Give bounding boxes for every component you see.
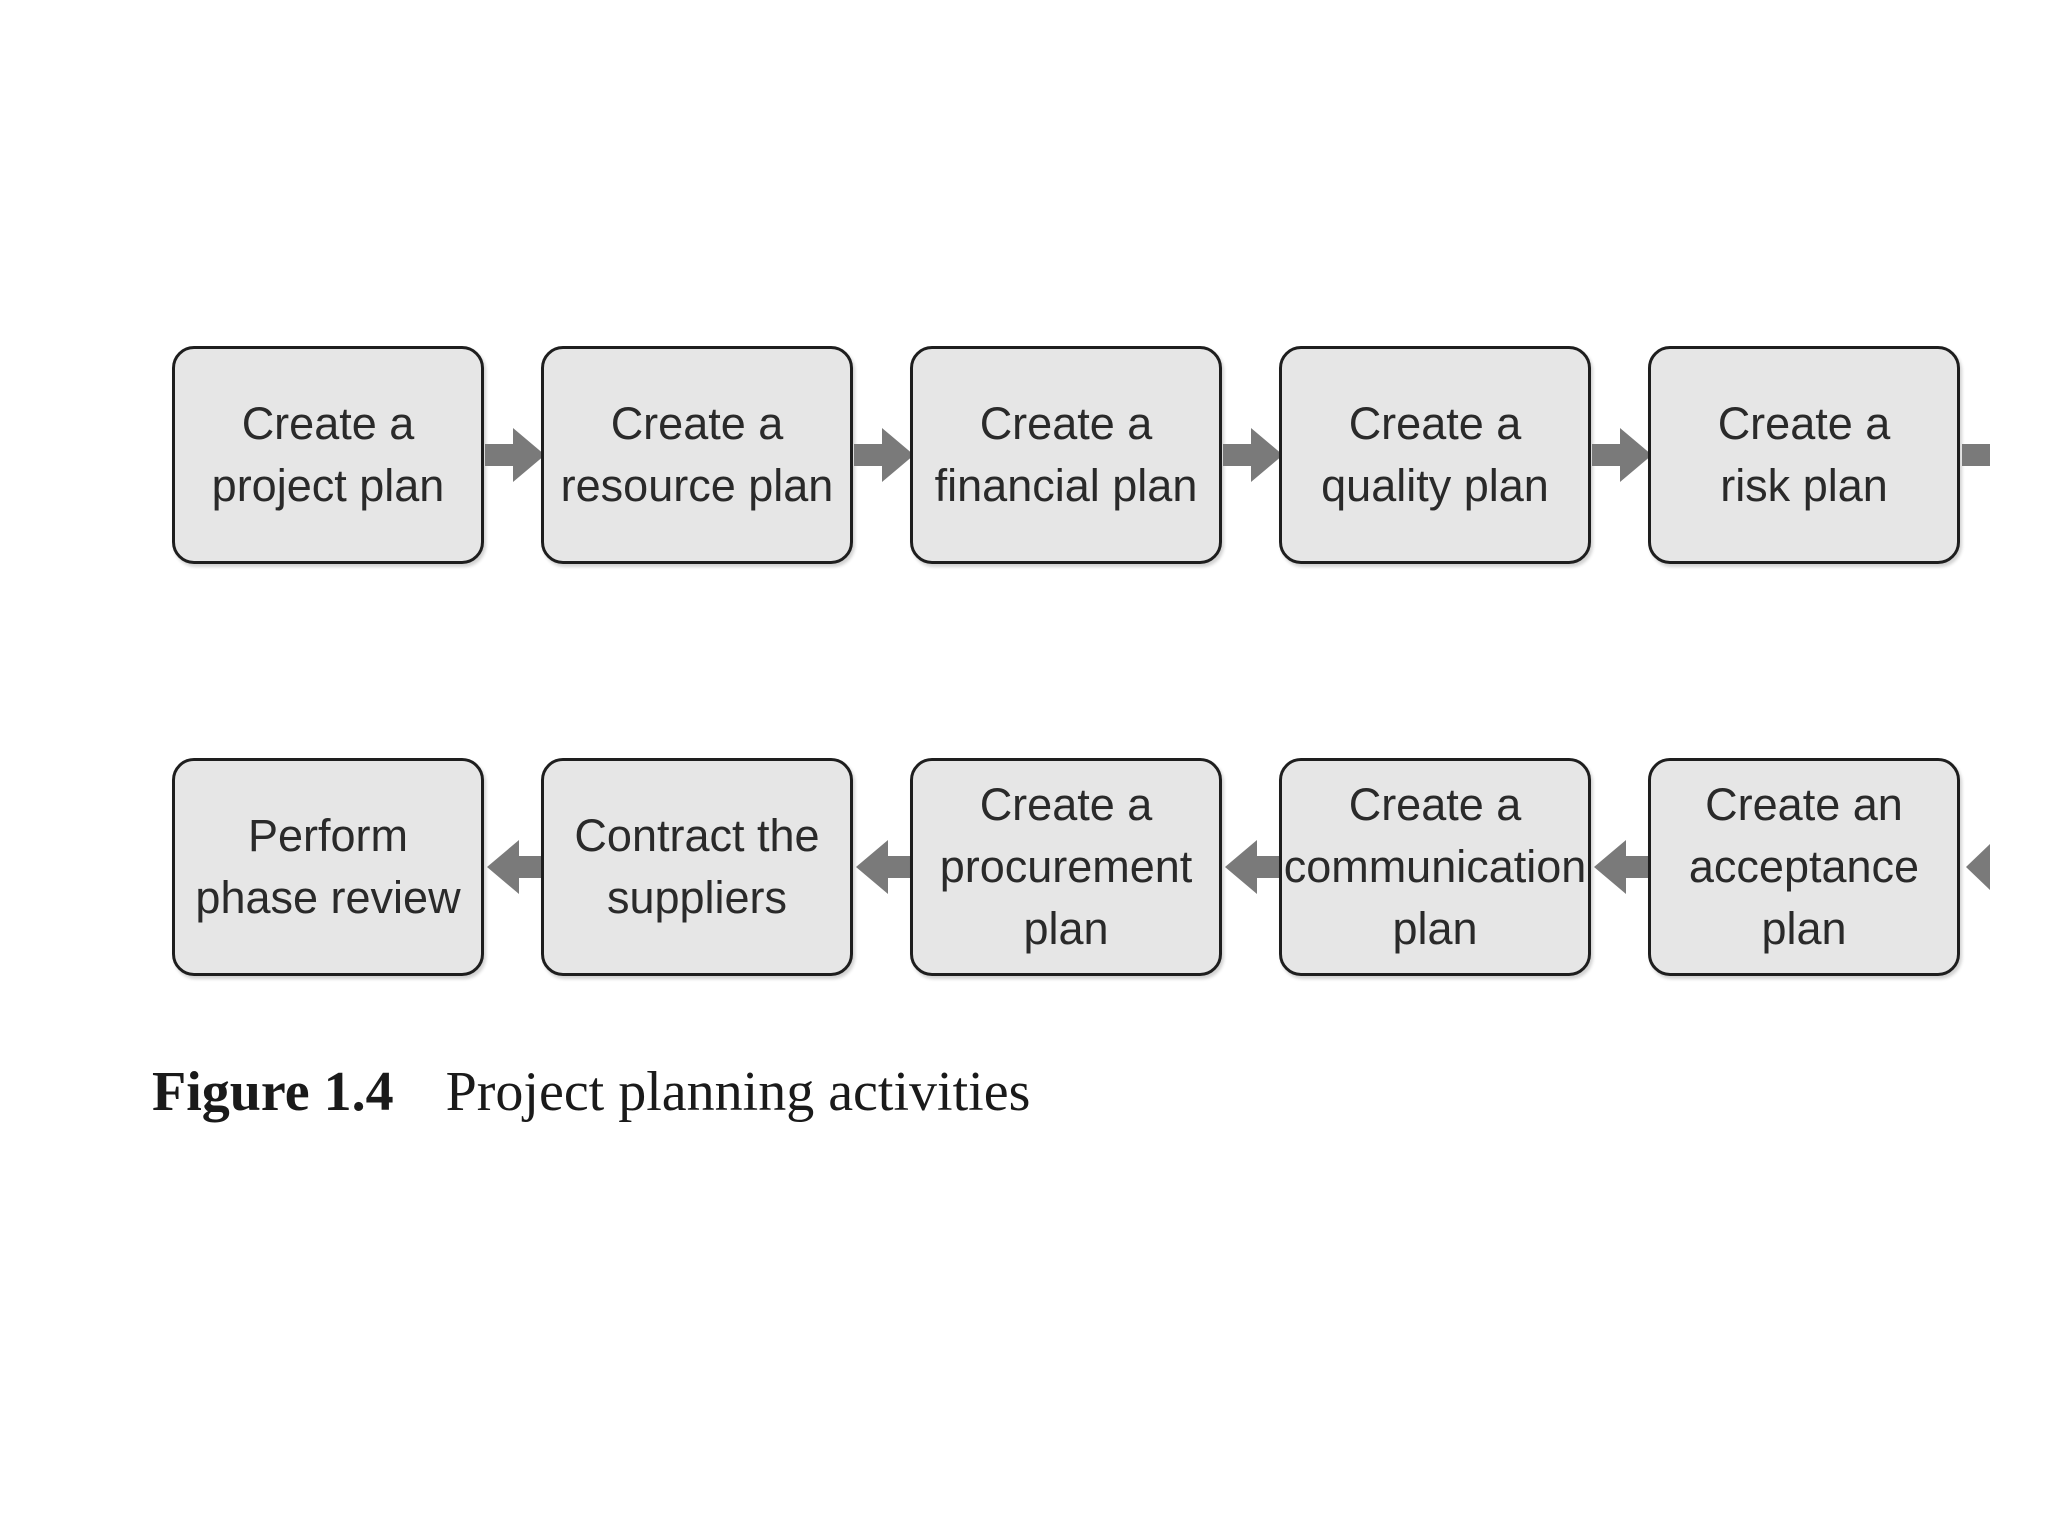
figure-caption: Figure 1.4 Project planning activities <box>152 1060 1030 1124</box>
step-label: Create a risk plan <box>1717 398 1891 511</box>
step-label: Create a financial plan <box>934 398 1198 511</box>
arrow-left-incoming-icon <box>1962 836 1990 898</box>
arrow-right-icon <box>1592 424 1654 486</box>
bottom-row: Perform phase review Contract the suppli… <box>0 758 2048 980</box>
step-label: Contract the suppliers <box>574 810 820 923</box>
arrow-left-icon <box>1223 836 1285 898</box>
step-label: Create a quality plan <box>1321 398 1549 511</box>
arrow-left-icon <box>485 836 547 898</box>
step-create-procurement-plan: Create a procurement plan <box>910 758 1222 976</box>
step-create-acceptance-plan: Create an acceptance plan <box>1648 758 1960 976</box>
step-perform-phase-review: Perform phase review <box>172 758 484 976</box>
step-create-quality-plan: Create a quality plan <box>1279 346 1591 564</box>
step-create-resource-plan: Create a resource plan <box>541 346 853 564</box>
arrow-right-icon <box>1223 424 1285 486</box>
top-row: Create a project plan Create a resource … <box>0 346 2048 568</box>
step-label: Create a resource plan <box>560 398 834 511</box>
arrow-left-icon <box>1592 836 1654 898</box>
arrow-right-icon <box>485 424 547 486</box>
arrow-continue-stub-icon <box>1962 424 1990 486</box>
figure-number: Figure 1.4 <box>152 1061 394 1123</box>
step-label: Create a project plan <box>211 398 445 511</box>
step-label: Create a communication plan <box>1283 779 1587 954</box>
step-create-communication-plan: Create a communication plan <box>1279 758 1591 976</box>
arrow-right-icon <box>854 424 916 486</box>
step-contract-the-suppliers: Contract the suppliers <box>541 758 853 976</box>
step-create-project-plan: Create a project plan <box>172 346 484 564</box>
figure-title: Project planning activities <box>445 1061 1031 1123</box>
arrow-left-icon <box>854 836 916 898</box>
step-label: Create an acceptance plan <box>1688 779 1920 954</box>
step-label: Create a procurement plan <box>939 779 1193 954</box>
step-create-risk-plan: Create a risk plan <box>1648 346 1960 564</box>
step-create-financial-plan: Create a financial plan <box>910 346 1222 564</box>
step-label: Perform phase review <box>195 810 461 923</box>
